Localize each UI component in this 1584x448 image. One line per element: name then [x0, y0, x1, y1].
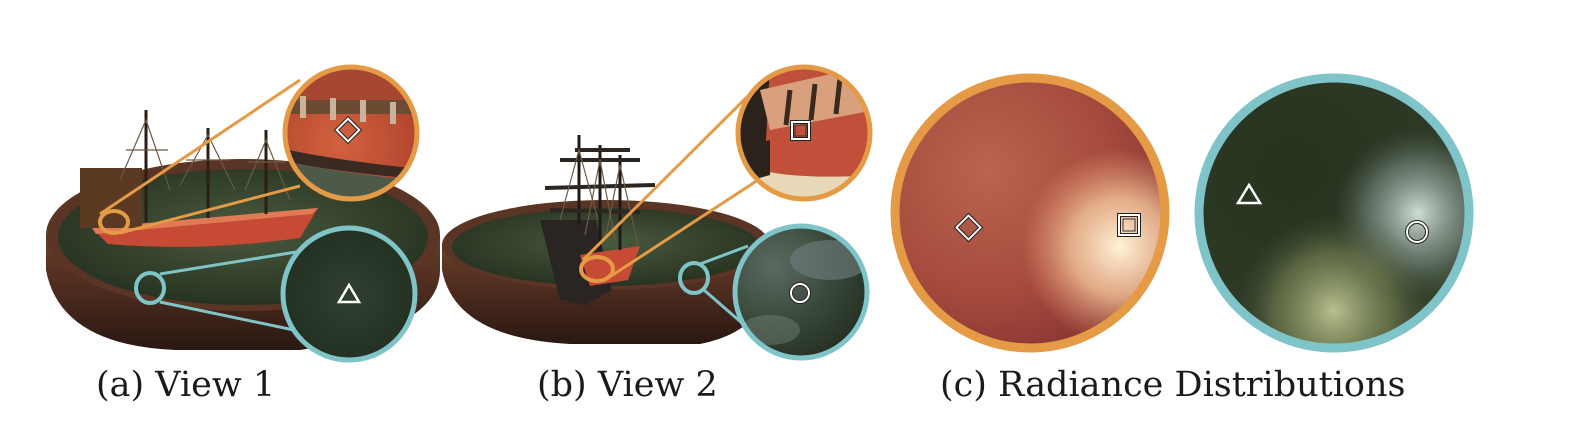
radiance-sphere-teal — [1194, 73, 1474, 353]
caption-a: (a) View 1 — [96, 365, 276, 405]
caption-b: (b) View 2 — [537, 365, 718, 405]
square-marker-c — [1117, 213, 1141, 237]
diamond-marker-a — [333, 115, 363, 145]
square-marker-b — [790, 120, 811, 141]
circle-marker-c — [1405, 220, 1429, 244]
ship-a — [80, 110, 318, 247]
zoom-callout-teal-a — [134, 225, 418, 363]
panel-b-view2 — [442, 64, 873, 361]
triangle-marker-c — [1235, 182, 1263, 205]
zoom-callout-orange-b — [579, 64, 873, 283]
tub-b — [442, 200, 770, 344]
zoom-callout-teal-b — [678, 223, 870, 361]
caption-c: (c) Radiance Distributions — [940, 365, 1406, 405]
diamond-marker-c — [953, 212, 984, 243]
panel-c-radiance — [890, 73, 1474, 353]
radiance-sphere-orange — [890, 73, 1170, 353]
triangle-marker-a — [336, 282, 362, 304]
panel-a-view1 — [46, 64, 440, 363]
circle-marker-b — [789, 282, 811, 304]
